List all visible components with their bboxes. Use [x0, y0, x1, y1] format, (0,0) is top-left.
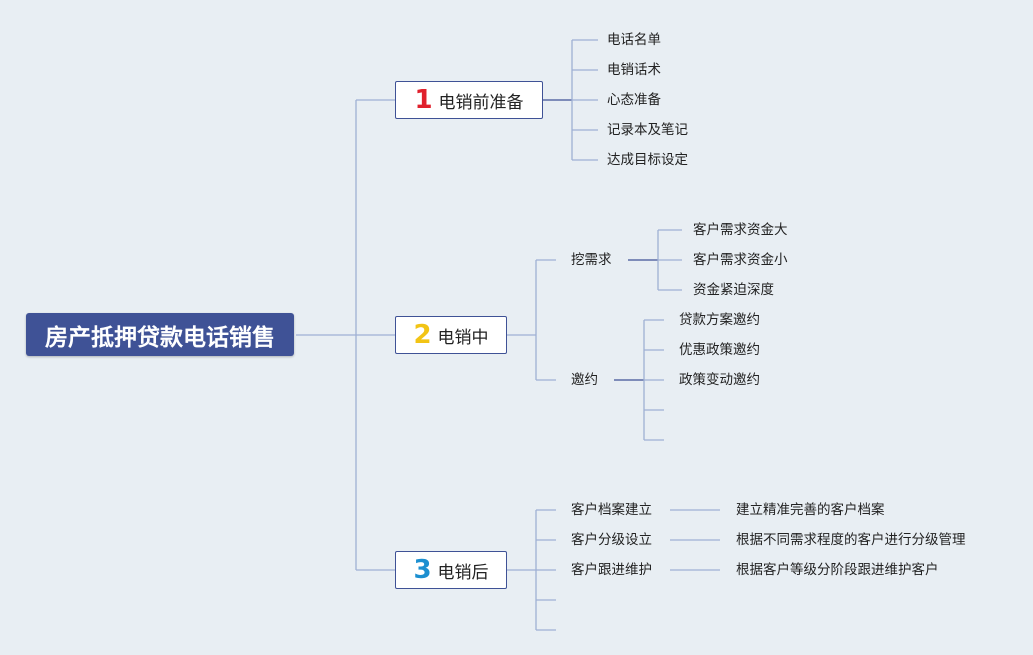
- branch-2-node[interactable]: 2 电销中: [395, 316, 507, 354]
- branch-1-number: 1: [414, 85, 433, 115]
- branch-3-number: 3: [413, 555, 432, 585]
- branch-3-sub-1-label[interactable]: 客户档案建立: [571, 502, 652, 518]
- link-branch-3: [507, 509, 556, 631]
- link-branch-1-items: [571, 39, 598, 161]
- branch-3-node[interactable]: 3 电销后: [395, 551, 507, 589]
- branch-2-sub-1-item-2[interactable]: 客户需求资金小: [693, 252, 788, 268]
- branch-2-label: 电销中: [437, 327, 489, 348]
- branch-1-item-3[interactable]: 心态准备: [607, 92, 661, 108]
- branch-3-sub-2-label[interactable]: 客户分级设立: [571, 532, 652, 548]
- branch-3-sub-3-label[interactable]: 客户跟进维护: [571, 562, 652, 578]
- branch-2-sub-1-label[interactable]: 挖需求: [571, 252, 612, 268]
- branch-3-sub-2-detail[interactable]: 根据不同需求程度的客户进行分级管理: [736, 532, 966, 548]
- root-label: 房产抵押贷款电话销售: [45, 324, 275, 351]
- branch-1-node[interactable]: 1 电销前准备: [395, 81, 543, 119]
- branch-2-number: 2: [413, 320, 432, 350]
- branch-1-item-1[interactable]: 电话名单: [607, 32, 661, 48]
- link-sub-2-1-items: [657, 229, 682, 291]
- branch-1-item-5[interactable]: 达成目标设定: [607, 152, 688, 168]
- link-branch-2: [507, 259, 556, 381]
- branch-3-sub-3-detail[interactable]: 根据客户等级分阶段跟进维护客户: [736, 562, 939, 578]
- branch-2-sub-2-item-1[interactable]: 贷款方案邀约: [679, 312, 760, 328]
- link-sub-3-details: [670, 509, 720, 571]
- branch-1-item-4[interactable]: 记录本及笔记: [607, 122, 688, 138]
- root-node[interactable]: 房产抵押贷款电话销售: [26, 313, 294, 356]
- branch-1-item-2[interactable]: 电销话术: [607, 62, 661, 78]
- branch-2-sub-2-label[interactable]: 邀约: [571, 372, 598, 388]
- branch-2-sub-1-item-1[interactable]: 客户需求资金大: [693, 222, 788, 238]
- branch-3-sub-1-detail[interactable]: 建立精准完善的客户档案: [736, 502, 885, 518]
- branch-2-sub-2-item-3[interactable]: 政策变动邀约: [679, 372, 760, 388]
- link-sub-2-2-items: [643, 319, 664, 441]
- branch-2-sub-2-item-2[interactable]: 优惠政策邀约: [679, 342, 760, 358]
- link-root-trunk: [296, 100, 357, 570]
- branch-2-sub-1-item-3[interactable]: 资金紧迫深度: [693, 282, 774, 298]
- branch-1-label: 电销前准备: [438, 92, 524, 113]
- branch-3-label: 电销后: [437, 562, 489, 583]
